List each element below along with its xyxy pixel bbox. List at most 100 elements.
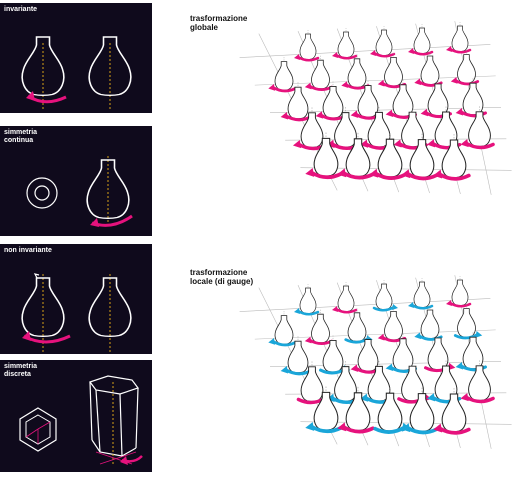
arrow-head	[294, 308, 300, 314]
top-view-rings	[26, 177, 58, 209]
vase-outline	[311, 59, 330, 90]
vases	[268, 22, 495, 182]
rotation-arrow	[271, 85, 297, 93]
vase-cell	[268, 57, 297, 93]
rotation-arrow	[405, 171, 439, 181]
hexagon-top-view	[19, 407, 57, 452]
arrow-head	[369, 168, 379, 178]
vase-cell	[453, 304, 483, 340]
vase-cell	[372, 280, 398, 312]
vase-cell	[370, 26, 396, 58]
vase-cell	[294, 30, 320, 62]
vase-left-chipped	[21, 273, 71, 352]
vase-cell	[359, 360, 395, 405]
vase-outline	[427, 337, 449, 370]
vase-cell	[450, 50, 480, 86]
global-transformation-grid	[239, 21, 512, 195]
vase-outline	[375, 29, 393, 56]
vase-outline	[299, 287, 317, 314]
arrow-head	[268, 84, 276, 91]
arrow-head	[414, 332, 422, 340]
vase-outline	[357, 339, 379, 372]
vase-cell	[359, 106, 395, 151]
vase-cell	[408, 278, 434, 310]
arrow-head	[420, 108, 429, 117]
arrow-head	[455, 108, 464, 116]
arrow-head	[408, 48, 414, 54]
rotation-arrow	[309, 424, 343, 434]
vase-cell	[433, 134, 471, 182]
vase-with-rotation	[86, 156, 133, 227]
arrow-head	[337, 168, 347, 178]
vase-cell	[446, 22, 472, 54]
vase-outline	[299, 33, 317, 60]
arrow-head	[401, 169, 411, 179]
vase-outline	[392, 338, 414, 371]
arrow-head	[377, 79, 385, 87]
arrow-head	[294, 54, 300, 60]
arrow-head	[280, 366, 289, 374]
arrow-head	[304, 336, 312, 344]
rotation-arrow	[464, 395, 495, 404]
arrow-head	[370, 50, 376, 56]
vase-outline	[413, 281, 431, 308]
arrow-head	[341, 81, 349, 88]
arrow-head	[414, 78, 422, 86]
vase-cell	[401, 133, 439, 182]
rotation-arrow	[341, 170, 375, 180]
rotation-arrow	[437, 172, 471, 181]
panel-title: invariante	[4, 6, 38, 13]
panel-simmetria-discreta: simmetria discreta	[0, 360, 152, 472]
vase-cell	[341, 54, 370, 91]
vase-outline	[357, 85, 379, 118]
vase-outline	[392, 84, 414, 117]
vase-outline	[287, 86, 309, 120]
rotation-arrow	[464, 141, 495, 150]
rotation-arrow	[437, 426, 471, 435]
vase-cell	[337, 386, 375, 435]
arrow-head	[433, 169, 443, 179]
vase-outline	[451, 279, 469, 306]
arrow-head	[350, 364, 359, 372]
rotation-arrow	[372, 305, 396, 312]
arrow-head	[304, 82, 312, 90]
arrow-head	[377, 333, 385, 341]
vase-outline	[375, 283, 393, 310]
arrow-head	[268, 338, 276, 345]
vase-cell	[294, 284, 320, 316]
arrow-head	[385, 109, 394, 118]
arrow-head	[433, 423, 443, 433]
panel-title: non invariante	[4, 247, 52, 254]
rotation-arrow	[448, 301, 472, 308]
vase-cell	[344, 308, 373, 345]
panel-title: simmetria discreta	[4, 363, 38, 378]
arrow-head	[292, 140, 302, 149]
vase-outline	[274, 61, 294, 91]
vase-cell	[446, 276, 472, 308]
arrow-head	[455, 362, 464, 370]
arrow-head	[393, 139, 402, 148]
rotation-arrow	[334, 53, 358, 60]
rotation-arrow	[372, 51, 396, 58]
vase-cell	[332, 28, 358, 60]
arrow-head	[460, 139, 469, 148]
arrow-head	[460, 393, 469, 402]
local-transformation-grid	[239, 275, 512, 449]
vase-cell	[332, 282, 358, 314]
panel-simmetria-continua: simmetria continua	[0, 126, 152, 236]
continuous-symmetry-illustration	[26, 156, 133, 227]
vase-outline	[420, 55, 440, 85]
rotation-arrow	[410, 303, 434, 310]
arrow-head	[408, 302, 414, 308]
vase-outline	[384, 57, 403, 87]
vase-outline	[337, 285, 355, 312]
arrow-head	[332, 306, 338, 312]
vase-outline	[322, 339, 344, 373]
arrow-head	[401, 423, 411, 433]
title-line-1: trasformazione	[190, 268, 248, 277]
vase-outline	[347, 58, 367, 88]
rotation-arrow	[448, 47, 472, 54]
vase-cell	[377, 306, 407, 343]
hexagonal-prism	[89, 375, 143, 466]
vase-right	[88, 274, 132, 352]
